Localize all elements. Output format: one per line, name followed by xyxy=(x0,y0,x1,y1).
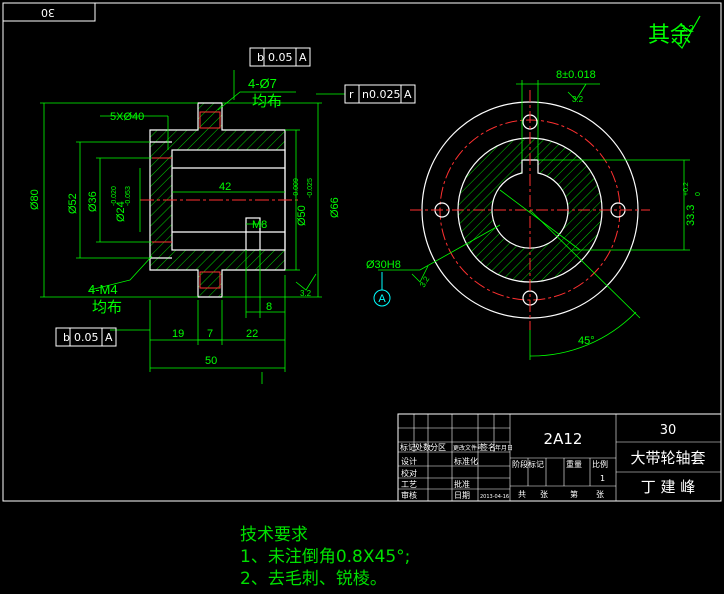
bore-roughness: 3.2 xyxy=(418,274,432,289)
keyway-roughness: 3.2 xyxy=(572,95,584,104)
tech-notes-title: 技术要求 xyxy=(240,525,308,545)
tol-frame-2-datum: A xyxy=(404,88,412,101)
drawing-frame xyxy=(2,2,722,502)
holes-4-m4-label: 4-M4 xyxy=(88,282,118,297)
title-block: 标记 处数 分区 更改文件号 签名 年月日 设计 标准化 校对 工艺 批准 审核… xyxy=(397,413,722,502)
tol-frame-1-symbol: b xyxy=(257,51,264,64)
tb-label-zone: 分区 xyxy=(430,443,446,452)
holes-5-d40-label: 5XØ40 xyxy=(110,111,144,123)
tol-frame-2-symbol: r xyxy=(349,88,354,101)
tech-note-1: 1、未注倒角0.8X45°; xyxy=(240,547,411,567)
bore-dimension: Ø30H8 xyxy=(366,259,401,271)
roughness-value: 3.2 xyxy=(680,24,694,35)
tb-code: 30 xyxy=(660,423,677,438)
tb-label-sign: 签名 xyxy=(480,442,496,452)
tb-label-process: 工艺 xyxy=(401,480,417,489)
roughness-symbol xyxy=(671,15,701,49)
dim-dia-50: Ø50 xyxy=(296,205,308,226)
tb-label-design: 设计 xyxy=(401,456,417,466)
tol-frame-3-symbol: b xyxy=(63,331,70,344)
tb-label-stage-mark: 阶段标记 xyxy=(512,459,544,469)
dim-dia-50-tol-low: -0.025 xyxy=(307,178,314,198)
tb-part-name: 大带轮轴套 xyxy=(630,449,705,467)
dim-dia-24-tol-low: -0.053 xyxy=(125,186,132,206)
tb-designer: 丁 建 峰 xyxy=(641,478,696,496)
keyway-depth-tol-up: +0.2 xyxy=(683,182,690,196)
section-hatch xyxy=(150,103,285,297)
tb-label-check: 校对 xyxy=(401,468,417,478)
angle-45: 45° xyxy=(578,335,595,347)
tb-label-scale: 比例 xyxy=(592,459,608,469)
tol-frame-1-datum: A xyxy=(299,51,307,64)
tol-frame-2-value: n0.025 xyxy=(362,88,400,101)
sheet-tab-label: 30 xyxy=(41,6,55,19)
tb-label-page: 第 xyxy=(570,489,578,499)
keyway-depth-tol-low: 0 xyxy=(695,192,702,196)
dim-dia-52: Ø52 xyxy=(67,193,79,214)
holes-4-m4-distribution: 均布 xyxy=(92,299,122,316)
front-view: b 0.05 A r n0.025 A b 0.05 A 4-Ø7 均布 5XØ… xyxy=(29,47,416,384)
datum-label: A xyxy=(378,293,386,305)
sheet-tab xyxy=(2,2,96,22)
dim-19: 19 xyxy=(172,328,184,340)
tb-label-count: 处数 xyxy=(415,442,431,452)
tb-label-sheets-2: 张 xyxy=(596,490,604,499)
holes-4-d7-distribution: 均布 xyxy=(252,93,282,110)
dim-50: 50 xyxy=(205,355,217,367)
tb-material: 2A12 xyxy=(544,430,583,448)
tb-label-standard: 标准化 xyxy=(454,456,478,466)
tb-label-sheets: 张 xyxy=(540,490,548,499)
dim-dia-24-tol-up: -0.020 xyxy=(111,186,118,206)
dim-dia-66: Ø66 xyxy=(329,197,341,218)
side-hatch xyxy=(457,138,602,282)
dim-dia-80: Ø80 xyxy=(29,189,41,210)
tb-date-value: 2013-04-16 xyxy=(480,494,509,500)
technical-notes: 技术要求 1、未注倒角0.8X45°; 2、去毛刺、锐棱。 xyxy=(240,524,410,590)
holes-4-d7-label: 4-Ø7 xyxy=(248,76,277,91)
tol-frame-3-datum: A xyxy=(105,331,113,344)
side-view: 8±0.018 3.2 33.3 +0.2 0 Ø30H8 3.2 A 45° xyxy=(366,69,702,360)
keyway-width: 8±0.018 xyxy=(556,69,596,81)
dim-dia-36: Ø36 xyxy=(87,191,99,212)
tb-label-date2: 日期 xyxy=(454,491,470,500)
tb-label-total: 共 xyxy=(518,490,526,499)
tb-label-approve: 批准 xyxy=(454,479,470,489)
dim-8: 8 xyxy=(266,301,272,313)
keyway-depth: 33.3 xyxy=(685,205,697,226)
tb-scale-value: 1 xyxy=(600,474,605,483)
front-roughness-value: 3.2 xyxy=(300,289,312,298)
m8-tapped-hole xyxy=(245,217,261,251)
dim-42: 42 xyxy=(219,181,231,193)
tb-label-mark: 标记 xyxy=(400,442,416,452)
tb-label-date: 年月日 xyxy=(495,444,513,452)
tol-frame-1-value: 0.05 xyxy=(268,51,293,64)
tol-frame-3-value: 0.05 xyxy=(74,331,99,344)
tb-label-change-doc: 更改文件号 xyxy=(453,444,483,452)
thread-m8-label: M8 xyxy=(252,219,267,231)
dim-22: 22 xyxy=(246,328,258,340)
tech-note-2: 2、去毛刺、锐棱。 xyxy=(240,569,387,589)
tb-label-weight: 重量 xyxy=(566,459,582,469)
dim-dia-24: Ø24 xyxy=(115,201,127,222)
tb-label-audit: 审核 xyxy=(401,490,417,500)
dim-dia-50-tol-up: -0.009 xyxy=(293,178,300,198)
dim-7: 7 xyxy=(207,328,213,340)
